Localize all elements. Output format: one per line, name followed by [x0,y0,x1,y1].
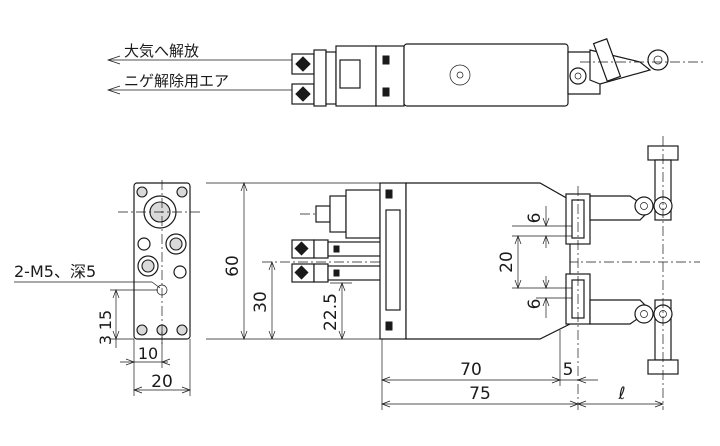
rect [345,189,381,239]
rect [385,209,401,311]
rect [313,263,329,283]
fitting-bottom-icon [295,86,311,102]
rect [329,195,347,233]
polyline [654,400,664,408]
polyline [338,282,346,292]
circle [141,259,155,273]
front-view: 60 30 22.5 [206,136,700,410]
circle [169,237,183,251]
dim-l: ℓ [617,384,625,404]
circle [456,71,464,79]
center-port [339,59,361,89]
rect [294,241,309,256]
circle [574,72,582,80]
label-release-air: ニゲ解除用エア [124,72,229,90]
polyline [268,330,276,340]
dim-60: 60 [223,255,243,277]
rect [294,265,309,280]
circle [640,310,648,318]
polyline [381,400,391,408]
dim-22-5: 22.5 [321,293,341,331]
rect [333,269,340,277]
circle [176,186,188,198]
polyline [112,289,120,299]
pad-circle [647,49,669,71]
polyline [133,386,143,394]
nut-block-2 [325,51,337,105]
polyline [381,376,391,384]
dim-15: 15 [96,310,115,330]
body-hole [449,64,471,86]
circle [634,196,654,216]
polyline [577,400,587,408]
polyline [542,217,550,227]
polyline [240,330,248,340]
rect [385,189,393,199]
circle [569,67,587,85]
dim-70: 70 [460,360,482,380]
polyline [542,235,550,245]
circle [653,55,663,65]
polyline [514,235,522,245]
polyline [338,330,346,340]
circle [640,202,648,210]
circle [173,265,187,279]
connector-top [315,205,331,223]
nut-block [313,49,327,107]
dim-30: 30 [251,291,271,313]
rect [313,239,329,259]
rect [385,321,393,331]
circle [176,324,188,336]
polyline [577,376,587,384]
rect [333,245,340,253]
dim-10: 10 [138,344,158,363]
rect [382,55,390,65]
end-view: 2-M5、深5 15 3 10 20 [14,180,200,396]
front-body [405,182,571,340]
dim-3: 3 [96,335,115,345]
polyline [161,358,171,366]
polyline [112,330,120,340]
fitting-top-icon [295,56,311,72]
label-air-release: 大気へ解放 [124,42,199,60]
circle [137,237,151,251]
polyline [542,297,550,307]
polyline [542,279,550,289]
port-plate [375,45,405,107]
arrow-release-air [106,85,121,95]
dim-6-top: 6 [525,213,545,224]
dim-20-v: 20 [497,251,517,273]
dim-6-bottom: 6 [525,299,545,310]
dim-75: 75 [469,384,491,404]
rect [382,87,390,97]
top-view: 大気へ解放 ニゲ解除用エア [106,38,705,107]
circle [136,324,148,336]
rect [592,38,622,82]
dim-5: 5 [563,360,574,380]
dim-20-h: 20 [151,372,173,392]
line [151,281,161,289]
polyline [181,386,191,394]
circle [634,304,654,324]
polyline [240,182,248,192]
circle [136,186,148,198]
arrow-air-release [106,55,121,65]
tap-note: 2-M5、深5 [14,262,96,281]
main-body-top [403,43,569,107]
polyline [514,279,522,289]
polyline [125,358,135,366]
polyline [268,261,276,271]
